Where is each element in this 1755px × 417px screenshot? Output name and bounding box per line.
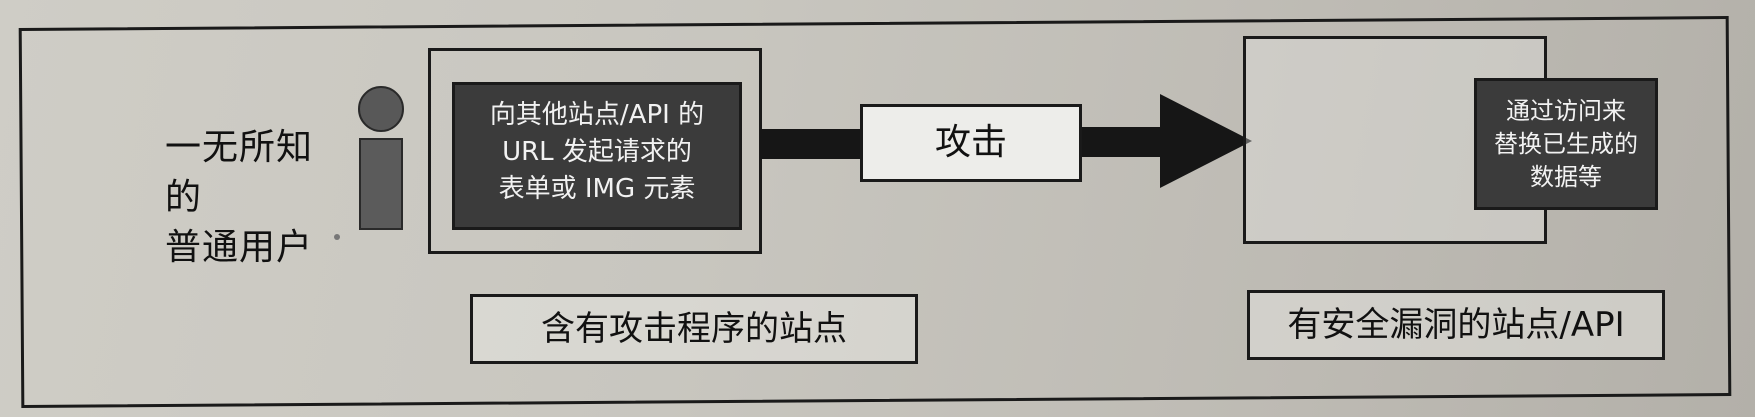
- victim-inner-line3: 数据等: [1530, 163, 1602, 191]
- attacker-inner-line2: URL 发起请求的: [502, 137, 692, 167]
- victim-inner-line1: 通过访问来: [1506, 97, 1626, 125]
- victim-inner-line2: 替换已生成的: [1494, 130, 1638, 158]
- arrow-shaft-left: [760, 129, 860, 159]
- speck: [334, 234, 340, 240]
- arrow-shaft-right: [1082, 127, 1172, 157]
- user-label-line1: 一无所知的: [165, 127, 314, 218]
- victim-site-caption: 有安全漏洞的站点/API: [1247, 290, 1665, 360]
- attacker-inner-line3: 表单或 IMG 元素: [498, 174, 696, 204]
- arrow-head-icon: [1160, 94, 1252, 188]
- user-label: 一无所知的 普通用户: [165, 123, 335, 273]
- attacker-inner-line1: 向其他站点/API 的: [489, 100, 705, 130]
- user-body-icon: [359, 138, 403, 230]
- user-label-line2: 普通用户: [165, 227, 314, 268]
- victim-data-box: 通过访问来 替换已生成的 数据等: [1474, 78, 1658, 210]
- attacker-form-element-box: 向其他站点/API 的 URL 发起请求的 表单或 IMG 元素: [452, 82, 742, 230]
- attack-label-box: 攻击: [860, 104, 1082, 182]
- attacker-site-caption: 含有攻击程序的站点: [470, 294, 918, 364]
- user-head-icon: [358, 86, 404, 132]
